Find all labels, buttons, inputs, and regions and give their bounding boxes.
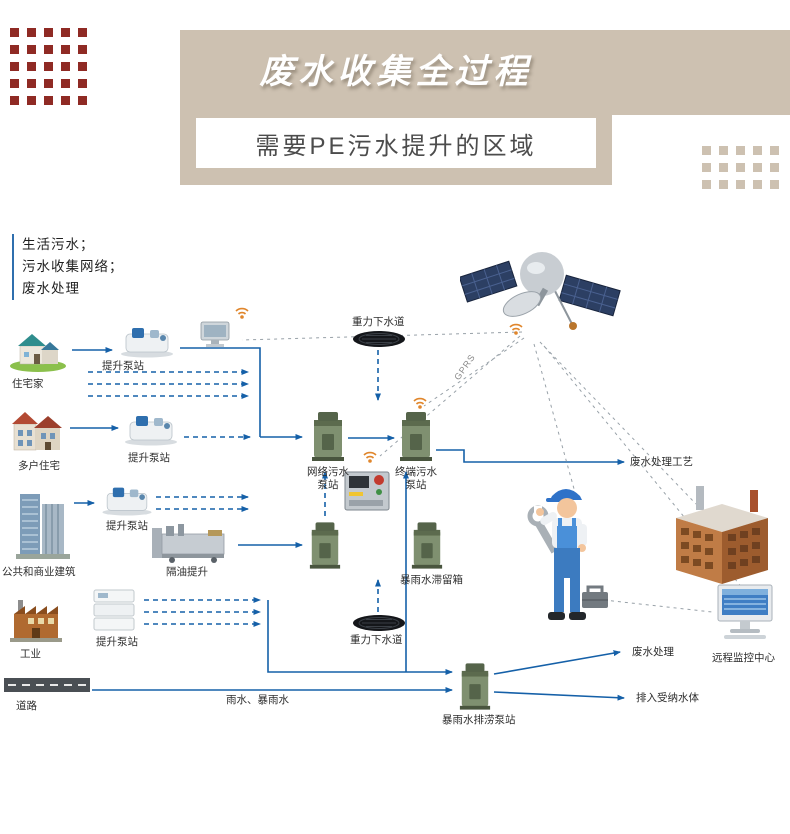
storm-drain-pump-label: 暴雨水排涝泵站 xyxy=(442,714,516,726)
road-label: 道路 xyxy=(16,700,37,712)
control-box-icon xyxy=(343,468,391,514)
lift-station-4-label: 提升泵站 xyxy=(96,636,138,648)
terminal-pump-label: 终端污水泵站 xyxy=(395,466,437,492)
network-pump-label: 网络污水泵站 xyxy=(307,466,349,492)
storm-drain-pump-icon xyxy=(458,660,492,712)
manhole-bottom-icon xyxy=(352,614,406,632)
lift-station-1-icon xyxy=(118,322,176,358)
lift-station-3-label: 提升泵站 xyxy=(106,520,148,532)
multi-family-label: 多户住宅 xyxy=(18,460,60,472)
page-title: 废水收集全过程 xyxy=(259,53,533,91)
page-subtitle: 需要PE污水提升的区域 xyxy=(196,118,596,168)
signal-icon xyxy=(508,322,524,336)
treatment-process-label: 废水处理工艺 xyxy=(630,456,693,468)
gravity-sewer-bottom-label: 重力下水道 xyxy=(350,634,403,646)
intro-line-1: 生活污水； xyxy=(22,237,95,252)
grease-separator-icon xyxy=(148,520,236,564)
road-icon xyxy=(4,676,90,696)
lift-station-3-icon xyxy=(98,482,156,516)
lift-station-2-icon xyxy=(122,410,180,446)
public-buildings-icon xyxy=(12,488,74,562)
signal-icon xyxy=(234,306,250,320)
monitor-center-icon xyxy=(714,582,776,642)
public-buildings-label: 公共和商业建筑 xyxy=(2,566,76,578)
intro-line-2: 污水收集网络； xyxy=(22,259,124,274)
receiving-water-label: 排入受纳水体 xyxy=(636,692,699,704)
factory-icon xyxy=(666,484,778,588)
decor-dots-right xyxy=(702,146,779,189)
industry-label: 工业 xyxy=(20,648,41,660)
satellite-icon xyxy=(460,236,636,352)
network-pump-tank-icon xyxy=(310,410,346,462)
house-icon xyxy=(8,326,68,372)
terminal-pump-tank-icon xyxy=(398,410,434,462)
mid-pump-tank-icon xyxy=(308,520,342,570)
multi-family-icon xyxy=(10,406,66,456)
lift-station-2-label: 提升泵站 xyxy=(128,452,170,464)
header-banner-extension xyxy=(612,30,790,115)
signal-icon xyxy=(412,396,428,410)
gravity-sewer-top-label: 重力下水道 xyxy=(352,316,405,328)
manhole-top-icon xyxy=(352,330,406,348)
lift-station-1-label: 提升泵站 xyxy=(102,360,144,372)
storm-retention-label: 暴雨水滞留箱 xyxy=(400,574,463,586)
storm-retention-tank-icon xyxy=(410,520,444,570)
grease-separator-label: 隔油提升 xyxy=(166,566,208,578)
signal-icon xyxy=(362,450,378,464)
intro-line-3: 废水处理 xyxy=(22,281,80,296)
intro-text: 生活污水； 污水收集网络； 废水处理 xyxy=(12,234,124,300)
monitor-center-label: 远程监控中心 xyxy=(712,652,775,664)
rain-storm-label: 雨水、暴雨水 xyxy=(226,694,289,706)
treatment-label: 废水处理 xyxy=(632,646,674,658)
lift-station-4-icon xyxy=(88,586,140,634)
decor-dots-topleft xyxy=(10,28,87,105)
control-monitor-icon xyxy=(198,320,232,350)
worker-icon xyxy=(522,480,608,636)
industry-icon xyxy=(8,596,64,644)
house-label: 住宅家 xyxy=(12,378,44,390)
